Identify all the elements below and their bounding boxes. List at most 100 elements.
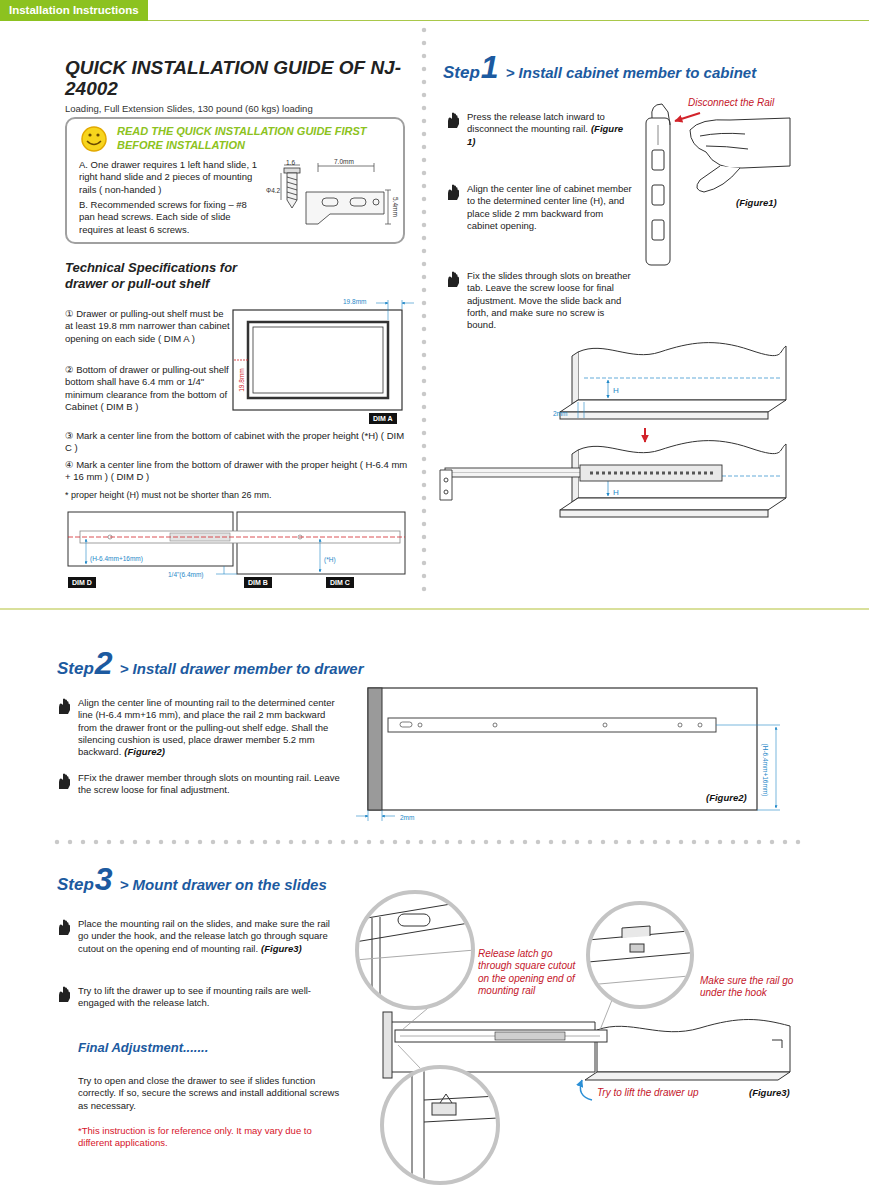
hand-icon — [446, 271, 461, 288]
text-block: Align the center line of mounting rail t… — [78, 697, 343, 759]
subheading: Final Adjustment....... — [78, 1040, 208, 1055]
step-number: 2 — [95, 645, 113, 681]
text-block: H — [613, 384, 619, 396]
text-block: Fix the slides through slots on breather… — [467, 270, 632, 332]
text-block: Φ4.2 — [266, 184, 280, 196]
hand-shape — [59, 774, 70, 790]
text-block: 5.4mm — [390, 197, 402, 217]
hand-icon — [57, 919, 72, 936]
hand-shape — [59, 920, 70, 936]
dim-tag: DIM D — [68, 577, 96, 588]
tag-label: Installation Instructions — [9, 0, 139, 21]
hand-icon — [446, 184, 461, 201]
step-heading: Step — [57, 659, 94, 678]
text-block: (Figure3) — [746, 1087, 790, 1099]
hand-icon — [57, 986, 72, 1003]
callout: Disconnect the Rail — [688, 97, 774, 108]
text-block: Try to lift the drawer up — [597, 1087, 699, 1099]
hand-icon — [57, 773, 72, 790]
note: * proper height (H) must not be shorter … — [65, 490, 272, 500]
dotted-divider — [57, 840, 800, 845]
text-block: 2mm — [553, 407, 567, 419]
text-block: Align the center line of cabinet member … — [467, 183, 632, 232]
smiley-icon — [82, 127, 106, 151]
tag-label: DIM D — [72, 578, 92, 587]
cabinet-drawing — [560, 441, 786, 517]
instruction: Press the release latch inward to discon… — [467, 111, 605, 134]
dimension: 7.0mm — [334, 158, 354, 165]
detail-circle — [355, 892, 475, 1008]
text-block: Technical Specifications for drawer or p… — [65, 260, 280, 293]
text-block: 2mm — [400, 811, 414, 823]
spec-item: ② Bottom of drawer or pulling-out shelf … — [65, 364, 229, 412]
text-block: *This instruction is for reference only.… — [78, 1125, 343, 1150]
dimension: 1.6 — [286, 159, 295, 166]
dimension: 19.8mm — [238, 368, 245, 391]
dim-tag: DIM B — [244, 577, 272, 588]
tag-label: DIM A — [373, 414, 393, 423]
leader-lines — [398, 1000, 612, 1068]
text-block: Step3> Mount drawer on the slides — [57, 862, 327, 897]
hand-shape — [448, 272, 459, 288]
dimension: Φ4.2 — [266, 187, 280, 194]
step-number: 3 — [95, 861, 113, 897]
down-arrow — [644, 428, 646, 442]
dimension: 19.8mm — [343, 298, 366, 305]
hand-shape — [448, 113, 459, 129]
callout: Release latch go through square cutout o… — [478, 948, 575, 996]
step-title: > Install drawer member to drawer — [120, 660, 364, 677]
notice-heading: READ THE QUICK INSTALLATION GUIDE FIRST … — [117, 125, 367, 153]
text-block: * proper height (H) must not be shorter … — [65, 489, 410, 502]
hand-shape — [59, 987, 70, 1003]
slide-drawing — [440, 465, 722, 500]
text-block: Press the release latch inward to discon… — [467, 111, 632, 148]
dotted-divider — [422, 30, 427, 598]
spec-item: ③ Mark a center line from the bottom of … — [65, 430, 404, 453]
text-block: Final Adjustment....... — [78, 1040, 208, 1056]
latch-hand-drawing — [646, 104, 790, 265]
text-block: 1.6 — [286, 156, 295, 168]
text-block: ③ Mark a center line from the bottom of … — [65, 430, 410, 455]
text-block: (H-6.4mm+16mm) — [90, 552, 143, 564]
spec-item: ① Drawer or pulling-out shelf must be at… — [65, 308, 230, 344]
dimension: (H-6.4mm+16mm) — [762, 744, 769, 797]
figure-label: (Figure2) — [706, 792, 747, 803]
text-block: (*H) — [324, 553, 336, 565]
instruction: FFix the drawer member through slots on … — [78, 772, 340, 795]
dimension: (H-6.4mm+16mm) — [90, 555, 143, 562]
text-block: FFix the drawer member through slots on … — [78, 772, 343, 797]
step-heading: Step — [443, 63, 480, 82]
text-block: Release latch go through square cutout o… — [478, 948, 583, 997]
text-block: ② Bottom of drawer or pulling-out shelf … — [65, 364, 233, 413]
instruction: Try to open and close the drawer to see … — [78, 1075, 339, 1111]
text-block: Disconnect the Rail — [688, 97, 774, 109]
dimension: H — [613, 386, 619, 395]
text-block: 7.0mm — [334, 155, 354, 167]
dimension: 5.4mm — [392, 197, 399, 217]
text-block: H — [613, 486, 619, 498]
drawer-drawing — [356, 688, 780, 821]
text-block: (H-6.4mm+16mm) — [760, 744, 772, 797]
detail-circle — [588, 903, 700, 1007]
notice-box: READ THE QUICK INSTALLATION GUIDE FIRST … — [65, 117, 405, 244]
text-block: (Figure2) — [703, 792, 747, 804]
text-block: Step1> Install cabinet member to cabinet — [443, 50, 756, 85]
text-block: Place the mounting rail on the slides, a… — [78, 918, 343, 955]
press-arrow — [675, 113, 700, 121]
dimension-figure — [68, 512, 405, 574]
dimension: H — [613, 488, 619, 497]
cabinet-drawing — [560, 343, 786, 419]
section-rule — [0, 608, 869, 610]
dimension: 1/4"(6.4mm) — [168, 571, 204, 578]
figure-label: (Figure1) — [736, 197, 777, 208]
step-title: > Install cabinet member to cabinet — [506, 64, 757, 81]
detail-circle — [382, 1067, 498, 1185]
figure-ref: (Figure2) — [124, 746, 165, 757]
dimension: (*H) — [324, 556, 336, 563]
dim-a-figure — [233, 300, 414, 410]
hand-icon — [446, 112, 461, 129]
hand-shape — [448, 185, 459, 201]
tag-label: DIM B — [248, 578, 268, 587]
subtitle: Loading, Full Extension Slides, 130 poun… — [65, 103, 313, 114]
instruction: Fix the slides through slots on breather… — [467, 270, 631, 330]
